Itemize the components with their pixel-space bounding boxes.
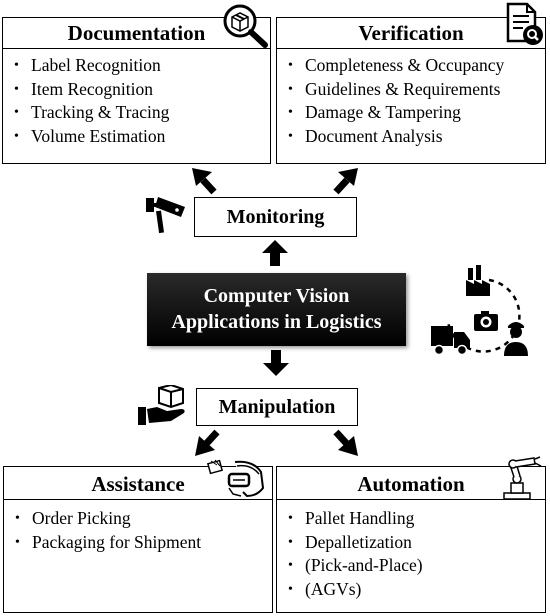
list-item: Pallet Handling bbox=[277, 507, 545, 531]
arrow-up-monitoring bbox=[262, 240, 288, 266]
automation-list: Pallet Handling Depalletization (Pick-an… bbox=[277, 501, 545, 601]
arrow-manipulation-automation bbox=[333, 429, 358, 456]
documentation-title: Documentation bbox=[3, 18, 270, 49]
assistance-list: Order Picking Packaging for Shipment bbox=[4, 501, 272, 554]
documentation-box: Documentation Label Recognition Item Rec… bbox=[2, 17, 271, 164]
list-item: (AGVs) bbox=[277, 578, 545, 602]
monitoring-label: Monitoring bbox=[226, 206, 325, 228]
assistance-title: Assistance bbox=[4, 469, 272, 500]
list-item: Tracking & Tracing bbox=[3, 101, 270, 125]
list-item: Completeness & Occupancy bbox=[277, 54, 545, 78]
arrow-monitoring-documentation bbox=[192, 168, 217, 195]
list-item: Damage & Tampering bbox=[277, 101, 545, 125]
arrow-manipulation-assistance bbox=[195, 429, 220, 456]
list-item: (Pick-and-Place) bbox=[277, 554, 545, 578]
truck-icon bbox=[431, 326, 470, 356]
monitoring-box: Monitoring bbox=[194, 197, 357, 237]
list-item: Document Analysis bbox=[277, 125, 545, 149]
automation-box: Automation Pallet Handling Depalletizati… bbox=[276, 466, 546, 613]
verification-title: Verification bbox=[277, 18, 545, 49]
list-item: Volume Estimation bbox=[3, 125, 270, 149]
magnifier-package-icon bbox=[223, 4, 268, 48]
automation-title: Automation bbox=[277, 469, 545, 500]
list-item: Packaging for Shipment bbox=[4, 531, 272, 555]
assistance-box: Assistance Order Picking Packaging for S… bbox=[3, 466, 273, 613]
arrow-monitoring-verification bbox=[333, 168, 358, 195]
manipulation-label: Manipulation bbox=[218, 396, 336, 418]
factory-icon bbox=[466, 265, 490, 296]
documentation-list: Label Recognition Item Recognition Track… bbox=[3, 48, 270, 148]
document-search-icon bbox=[506, 2, 543, 45]
hand-box-icon bbox=[138, 385, 185, 425]
list-item: Item Recognition bbox=[3, 78, 270, 102]
vr-headset-icon bbox=[206, 459, 265, 498]
center-title-line2: Applications in Logistics bbox=[171, 311, 382, 333]
list-item: Order Picking bbox=[4, 507, 272, 531]
list-item: Depalletization bbox=[277, 531, 545, 555]
security-camera-icon bbox=[146, 197, 185, 234]
manipulation-box: Manipulation bbox=[196, 388, 358, 426]
worker-icon bbox=[504, 322, 528, 356]
factory-camera-worker-truck-icon bbox=[431, 265, 528, 356]
center-title-box: Computer Vision Applications in Logistic… bbox=[147, 273, 406, 346]
verification-list: Completeness & Occupancy Guidelines & Re… bbox=[277, 48, 545, 148]
verification-box: Verification Completeness & Occupancy Gu… bbox=[276, 17, 546, 164]
robot-arm-icon bbox=[503, 456, 542, 500]
center-title-line1: Computer Vision bbox=[203, 285, 350, 307]
list-item: Label Recognition bbox=[3, 54, 270, 78]
arrow-down-manipulation bbox=[263, 350, 289, 376]
camera-icon bbox=[474, 311, 498, 331]
list-item: Guidelines & Requirements bbox=[277, 78, 545, 102]
